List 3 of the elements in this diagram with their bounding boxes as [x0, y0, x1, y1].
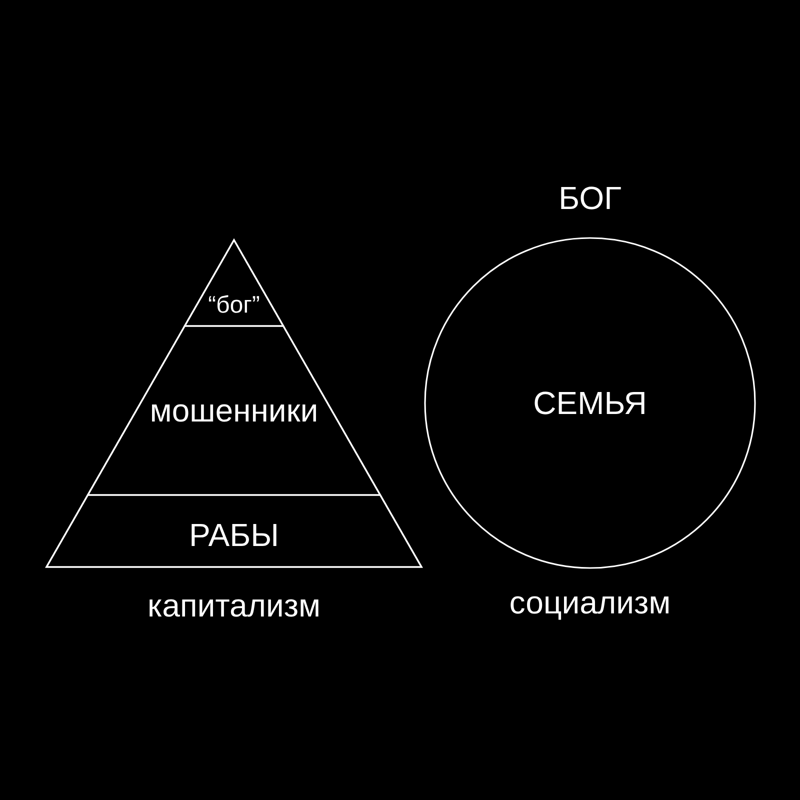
node-label: социализм — [510, 596, 668, 620]
heading: БОГ — [561, 186, 621, 210]
node-label: капитализм — [150, 599, 318, 617]
